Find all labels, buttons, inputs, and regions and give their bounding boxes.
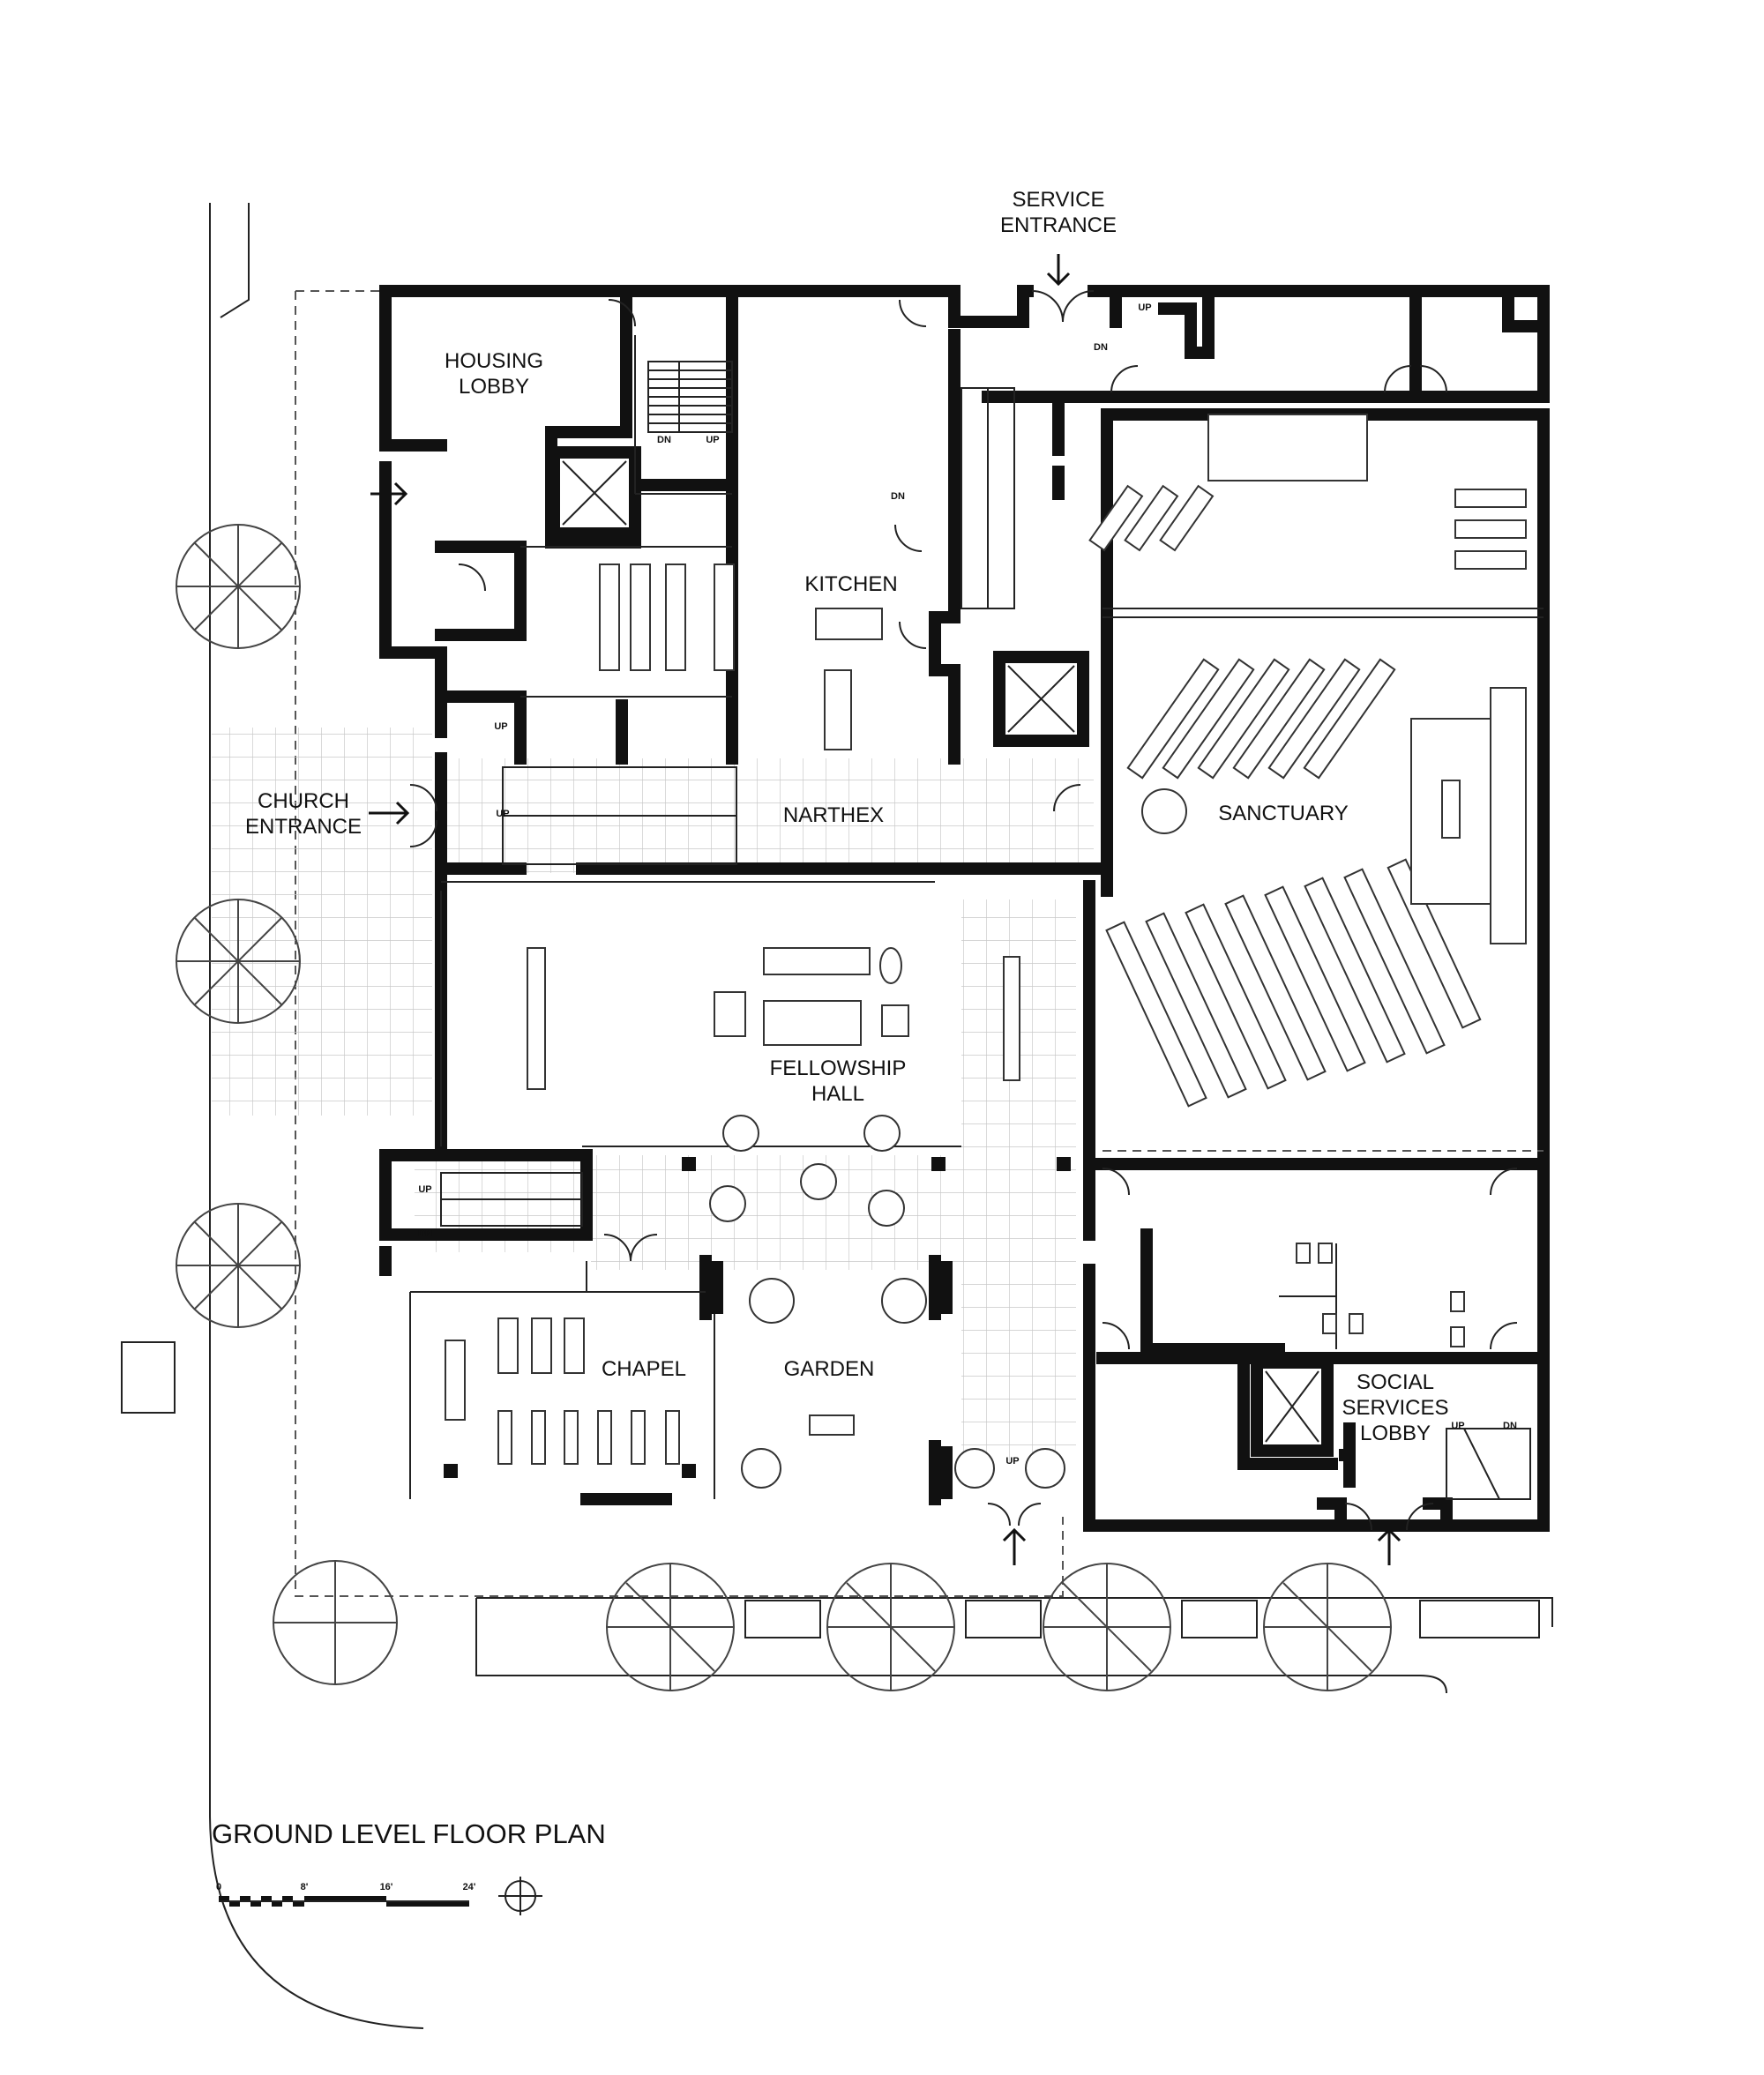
label-chapel: CHAPEL [602, 1357, 686, 1381]
label-fellowship-hall-1: FELLOWSHIP [770, 1056, 907, 1080]
stair-mark-dn: DN [418, 1228, 432, 1239]
arrow-housing-lobby-icon [370, 481, 408, 506]
stair-mark-up: UP [494, 721, 507, 732]
scale-tick-24: 24' [463, 1882, 476, 1892]
stair-mark-dn: DN [1094, 342, 1108, 353]
stair-housing [647, 361, 733, 433]
stair-mark-dn: DN [1503, 1421, 1517, 1431]
stair-mark-dn: DN [891, 491, 905, 502]
stairs [440, 361, 1531, 1500]
label-garden: GARDEN [784, 1357, 875, 1381]
arrow-south-entrance-icon [1002, 1527, 1027, 1565]
label-narthex: NARTHEX [783, 803, 884, 827]
label-service-entrance-1: SERVICE [1013, 188, 1105, 212]
scale-bar: 0 8' 16' 24' [216, 1877, 542, 1915]
stair-kitchen [960, 387, 1015, 609]
label-church-entrance-1: CHURCH [258, 789, 349, 813]
stair-mark-up: UP [418, 1184, 431, 1195]
label-service-entrance-2: ENTRANCE [1000, 213, 1117, 237]
stair-mark-up: UP [1005, 1456, 1019, 1467]
arrow-service-entrance-icon [1046, 254, 1071, 287]
plan-title: GROUND LEVEL FLOOR PLAN [212, 1818, 606, 1849]
stair-mark-up: UP [706, 435, 719, 445]
label-social-services-1: SOCIAL [1357, 1370, 1434, 1394]
label-housing-lobby-2: LOBBY [459, 375, 529, 399]
stair-narthex [502, 766, 737, 865]
label-fellowship-hall-2: HALL [811, 1082, 864, 1106]
scale-tick-16: 16' [380, 1882, 393, 1892]
room-labels: HOUSING LOBBY SERVICE ENTRANCE KITCHEN C… [245, 188, 1448, 1445]
scale-tick-0: 0 [216, 1882, 221, 1892]
arrow-church-entrance-icon [369, 801, 410, 825]
stair-labels: DN UP DN UP UP UP DN UP DN UP UP DN [418, 302, 1517, 1467]
label-social-services-3: LOBBY [1360, 1422, 1431, 1445]
stair-mark-up: UP [1138, 302, 1151, 313]
stair-mark-dn: DN [657, 435, 671, 445]
north-arrow-icon [498, 1877, 542, 1915]
interior-partitions [409, 335, 1544, 1499]
label-kitchen: KITCHEN [804, 572, 897, 596]
label-sanctuary: SANCTUARY [1218, 802, 1349, 825]
doors [409, 290, 1518, 1531]
elevator-marks [562, 460, 1319, 1443]
label-social-services-2: SERVICES [1342, 1396, 1449, 1420]
label-church-entrance-2: ENTRANCE [245, 815, 362, 839]
stair-social [1446, 1428, 1531, 1500]
scale-tick-8: 8' [301, 1882, 309, 1892]
trees [176, 524, 1540, 1691]
stair-mark-up: UP [1451, 1421, 1464, 1431]
entrance-arrows [369, 254, 1401, 1565]
furniture [444, 414, 1527, 1499]
stair-mark-up: UP [496, 809, 509, 819]
stair-south [440, 1172, 583, 1227]
label-housing-lobby-1: HOUSING [445, 349, 543, 373]
arrow-social-services-icon [1377, 1527, 1401, 1565]
